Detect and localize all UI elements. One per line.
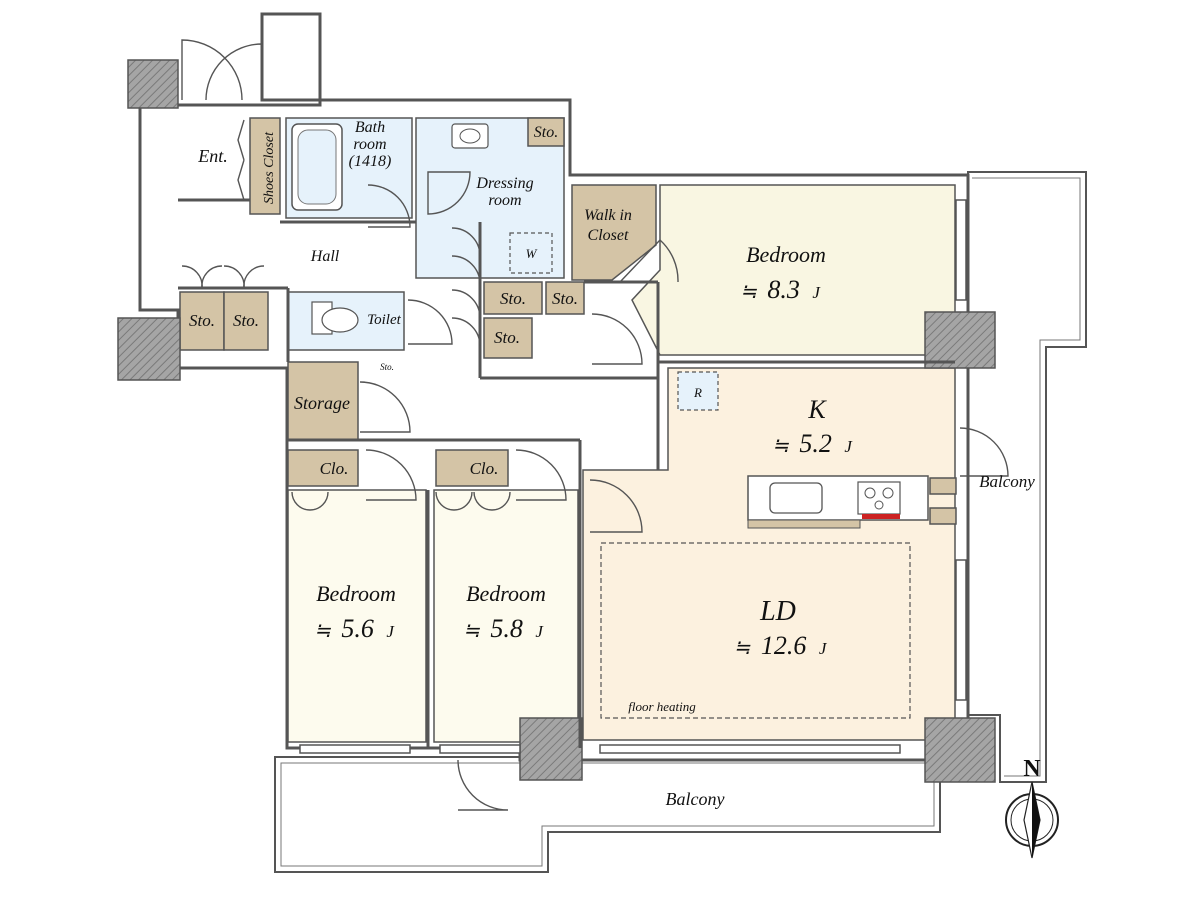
label-sto-2: Sto. [552,289,578,308]
label-balcony-east: Balcony [979,472,1035,491]
label-bathroom-1: Bath [355,119,385,136]
size-unit: J [812,283,821,302]
label-shoes-closet: Shoes Closet [262,131,277,204]
label-clo-1: Clo. [320,459,349,478]
label-refrigerator: R [693,385,702,400]
label-clo-2: Clo. [470,459,499,478]
label-bedroom-left-name: Bedroom [316,581,396,606]
fixtures [291,123,929,719]
north-compass: N [1005,756,1059,859]
balcony-east-area [967,171,1087,783]
balcony-south-area [274,756,941,873]
approx-sign: ≒ [314,620,331,642]
label-bedroom-mid-size: ≒ 5.8 J [463,614,544,643]
label-bedroom-mid-name: Bedroom [466,581,546,606]
size-unit: J [386,622,395,641]
size-unit: J [535,622,544,641]
label-sto-5: Sto. [233,311,259,330]
label-sto-bath: Sto. [534,124,558,141]
label-sto-3: Sto. [494,328,520,347]
approx-sign: ≒ [463,620,480,642]
size-value: 8.3 [767,275,800,304]
label-sto-4: Sto. [189,311,215,330]
label-kitchen-size: ≒ 5.2 J [772,429,853,458]
bedroom-mid-fill [433,489,579,743]
size-value: 5.8 [490,614,523,643]
size-value: 5.6 [341,614,374,643]
size-unit: J [844,437,853,456]
label-wic-1: Walk in [584,207,632,224]
label-toilet: Toilet [367,312,401,328]
label-balcony-south: Balcony [666,789,725,809]
label-storage: Storage [294,393,350,413]
label-bedroom-main-size: ≒ 8.3 J [740,275,821,304]
label-kitchen-name: K [807,395,827,424]
size-value: 5.2 [799,429,832,458]
size-unit: J [819,639,828,658]
storage-blocks [179,117,957,525]
label-bathroom-3: (1418) [349,153,392,170]
interior-walls [178,198,955,748]
compass-north-label: N [1023,756,1041,782]
label-washer: W [526,246,538,261]
approx-sign: ≒ [772,435,789,457]
room-labels: Ent. Shoes Closet Bath room (1418) Dress… [189,119,1035,809]
label-bedroom-left-size: ≒ 5.6 J [314,614,395,643]
label-dressing-2: room [488,192,521,209]
label-bedroom-main-name: Bedroom [746,242,826,267]
label-floor-heating: floor heating [628,699,696,714]
approx-sign: ≒ [740,281,757,303]
bedroom-left-fill [287,489,427,743]
label-wic-2: Closet [588,227,629,244]
label-entrance: Ent. [197,146,228,166]
windows [299,199,967,754]
label-bathroom-2: room [353,136,386,153]
label-sto-1: Sto. [500,289,526,308]
label-ld-name: LD [759,596,796,627]
bedroom-main-fill [631,184,956,356]
size-value: 12.6 [761,631,807,660]
structural-columns [117,59,996,783]
door-swings [181,39,1009,811]
approx-sign: ≒ [734,637,751,659]
label-toilet-sto: Sto. [380,362,394,372]
label-hall: Hall [310,248,340,265]
label-ld-size: ≒ 12.6 J [734,631,828,660]
label-dressing-1: Dressing [475,175,533,192]
